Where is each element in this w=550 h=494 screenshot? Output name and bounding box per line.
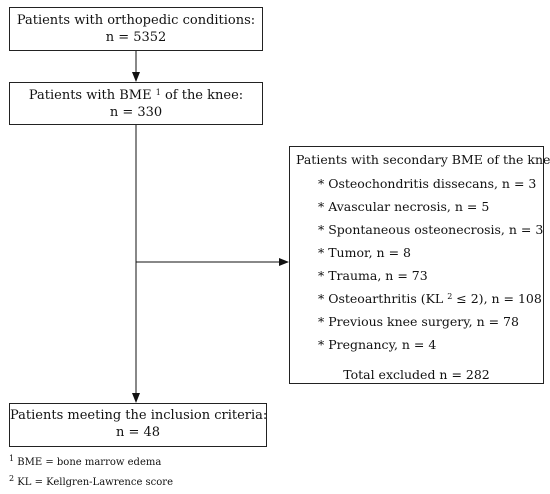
exclusion-item: * Spontaneous osteonecrosis, n = 3 [318, 222, 544, 237]
box2-footnote-ref: 1 [155, 88, 161, 97]
box-inclusion-criteria: Patients meeting the inclusion criteria:… [9, 403, 267, 447]
exclusion-item: * Avascular necrosis, n = 5 [318, 199, 490, 214]
box2-title-suffix: of the knee: [160, 88, 244, 103]
box2-title-text: Patients with BME [28, 88, 156, 103]
footnote-1: 1 BME = bone marrow edema [9, 454, 162, 469]
box3-total-excluded: Total excluded n = 282 [343, 367, 490, 382]
footnote-2-text: KL = Kellgren-Lawrence score [14, 477, 174, 488]
exclusion-item: * Pregnancy, n = 4 [318, 337, 437, 352]
exclusion-item: * Previous knee surgery, n = 78 [318, 314, 519, 329]
box-bme-knee-patients: Patients with BME 1 of the knee: n = 330 [9, 82, 263, 125]
oa-text-suffix: ≤ 2), n = 108 [452, 291, 542, 306]
box-secondary-bme-excluded: Patients with secondary BME of the knee:… [289, 146, 550, 384]
box1-title: Patients with orthopedic conditions: [16, 13, 256, 28]
box-orthopedic-patients: Patients with orthopedic conditions: n =… [9, 7, 263, 51]
box2-title: Patients with BME 1 of the knee: [10, 87, 262, 104]
box4-count: n = 48 [115, 425, 161, 440]
box3-title: Patients with secondary BME of the knee: [296, 152, 550, 167]
exclusion-item: * Tumor, n = 8 [318, 245, 411, 260]
exclusion-item: * Trauma, n = 73 [318, 268, 428, 283]
footnote-1-ref: 1 [9, 454, 15, 463]
footnote-2-ref: 2 [9, 474, 15, 483]
footnote-2: 2 KL = Kellgren-Lawrence score [9, 474, 174, 489]
oa-text: * Osteoarthritis (KL [318, 291, 448, 306]
box2-count: n = 330 [109, 105, 163, 120]
box1-count: n = 5352 [105, 30, 167, 45]
exclusion-item: * Osteochondritis dissecans, n = 3 [318, 176, 537, 191]
footnote-1-text: BME = bone marrow edema [14, 457, 162, 468]
box4-title: Patients meeting the inclusion criteria: [10, 408, 268, 423]
oa-footnote-ref: 2 [447, 292, 453, 301]
exclusion-item-osteoarthritis: * Osteoarthritis (KL 2 ≤ 2), n = 108 [296, 287, 542, 310]
